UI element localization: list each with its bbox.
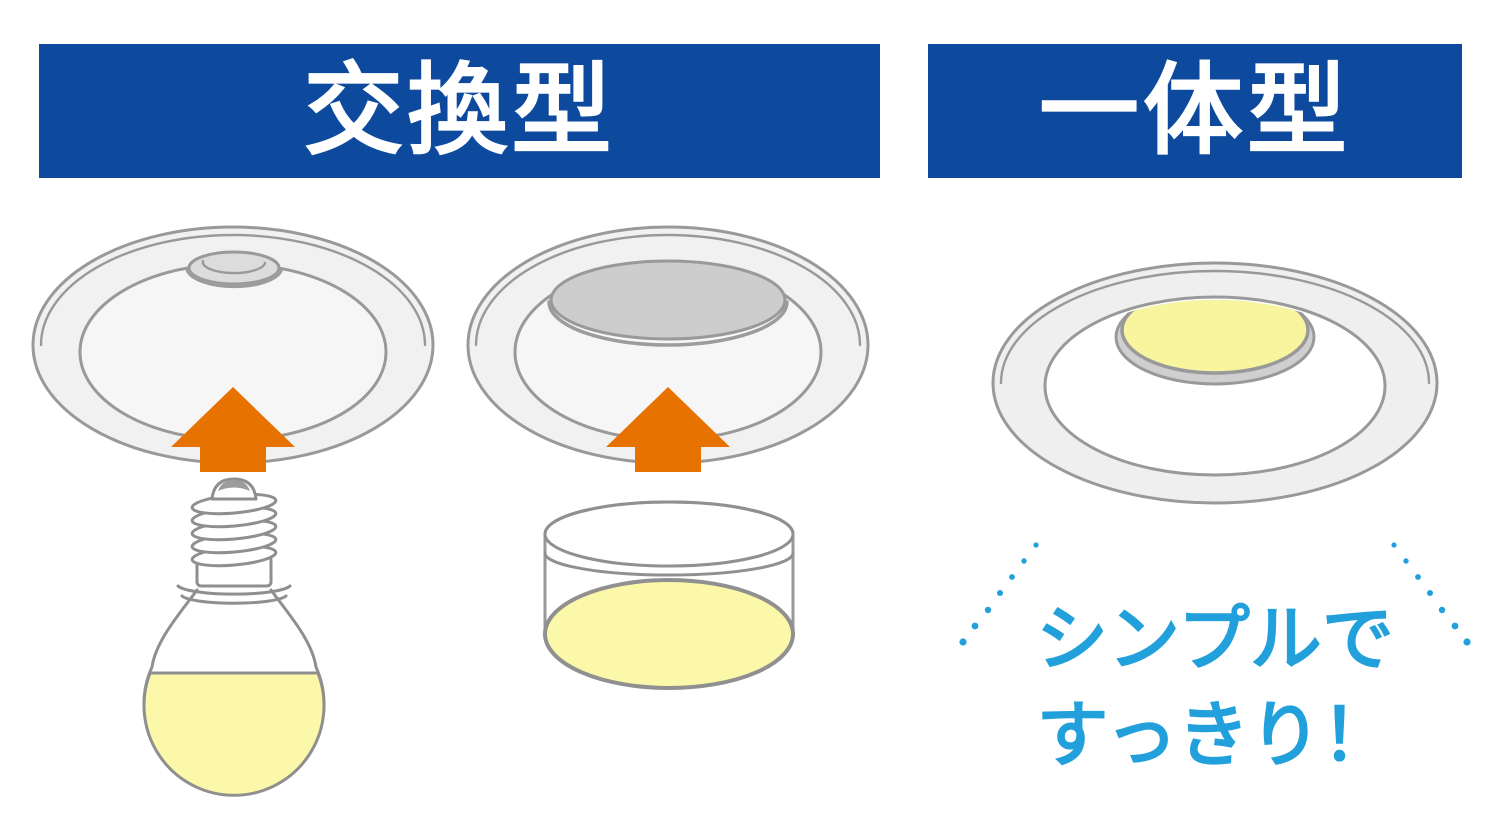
up-arrow-icon — [606, 387, 730, 472]
fixture3-rim-lip — [999, 269, 1431, 385]
bulb-flange — [176, 584, 292, 596]
integrated-downlight-illustration — [991, 261, 1439, 505]
integrated-benefit-caption: シンプルで すっきり！ — [965, 592, 1465, 784]
flat-socket-disc-icon — [547, 259, 789, 347]
led-bulb-illustration — [142, 477, 326, 797]
up-arrow-icon — [171, 387, 295, 472]
bulb-glow-dome — [142, 671, 326, 797]
lens-panel — [1120, 300, 1310, 375]
integrated-led-lens — [1114, 300, 1316, 386]
downlight-screw-socket-illustration — [31, 225, 435, 465]
banner-replaceable-type: 交換型 — [39, 44, 880, 178]
screw-socket-icon — [185, 250, 283, 289]
banner-integrated-label: 一体型 — [1039, 55, 1351, 167]
puck-top-face — [543, 500, 795, 568]
puck-rim-band — [543, 551, 795, 577]
sparkle-dots-right-decoration — [1391, 542, 1471, 646]
banner-integrated-type: 一体型 — [928, 44, 1462, 178]
bulb-screw-threads — [190, 492, 278, 568]
fixture2-rim-lip — [474, 233, 862, 347]
sparkle-dots-left-decoration — [959, 542, 1039, 646]
banner-replaceable-label: 交換型 — [303, 55, 616, 167]
fixture1-rim-lip — [39, 233, 427, 347]
caption-line-1: シンプルで — [1036, 600, 1394, 680]
puck-light-face — [543, 578, 795, 690]
caption-line-2: すっきり！ — [1036, 696, 1394, 776]
flat-led-lamp-illustration — [543, 500, 795, 690]
downlight-flat-socket-illustration — [466, 225, 870, 465]
